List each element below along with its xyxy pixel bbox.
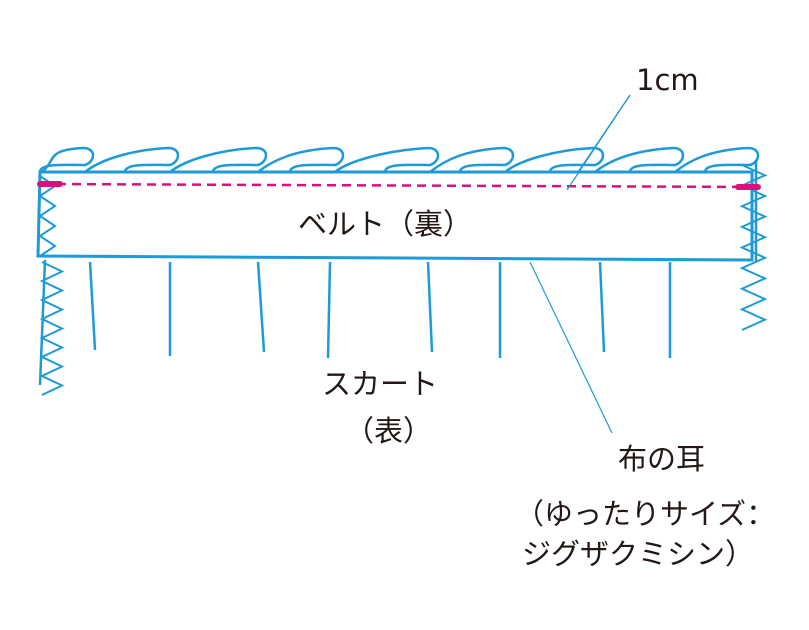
pleat-line — [88, 261, 97, 351]
pleat-fold — [84, 146, 180, 173]
pleat-fold — [169, 146, 268, 173]
pleat-line — [426, 261, 434, 353]
zigzag-stitches — [38, 164, 768, 396]
belt-rectangle — [36, 170, 754, 262]
pleat-fold — [429, 146, 515, 173]
pleat-fold — [674, 146, 760, 173]
skirt-side-label: （表） — [345, 414, 433, 448]
pleat-line — [256, 261, 266, 353]
pleat-fold — [334, 146, 440, 173]
pleat-line — [326, 261, 332, 359]
skirt-left-edge — [38, 259, 47, 386]
pleat-fold — [504, 146, 605, 173]
zigzag-right — [739, 164, 768, 331]
zigzag-belt-left — [38, 175, 57, 257]
measure-label: 1cm — [636, 63, 699, 97]
pleat-fold — [594, 146, 685, 173]
selvage-note-line2: ジグザクミシン） — [522, 537, 755, 571]
callout-line-selvage — [529, 261, 613, 434]
pleat-fold — [38, 146, 95, 173]
pleat-lines — [88, 261, 672, 359]
pleat-fold — [257, 146, 345, 173]
selvage-label: 布の耳 — [618, 442, 706, 476]
selvage-note-line1: （ゆったりサイズ： — [515, 497, 776, 531]
callout-line-1cm-b — [577, 94, 631, 173]
pleat-folds — [38, 146, 760, 173]
zigzag-skirt-left — [39, 261, 65, 396]
pleat-line — [598, 261, 606, 353]
skirt-label: スカート — [322, 367, 439, 401]
belt-label: ベルト（裏） — [298, 207, 473, 241]
